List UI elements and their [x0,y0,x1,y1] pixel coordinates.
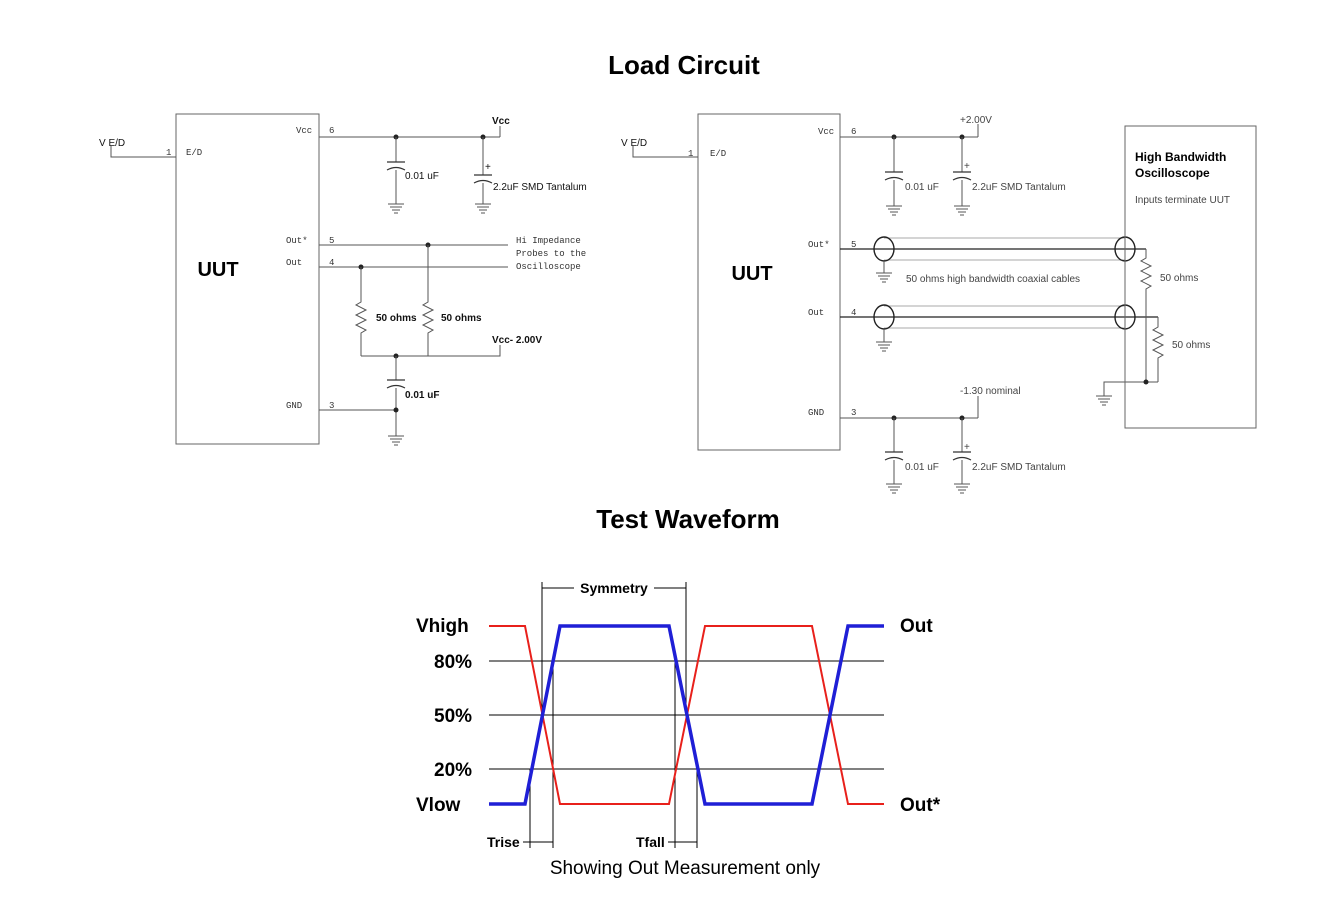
vcc-pin-name-left: Vcc [296,126,312,136]
test-waveform: Vhigh 80% 50% 20% Vlow Symmetry Trise Tf… [416,580,941,879]
cap1-label-left: 0.01 uF [405,171,439,182]
res1-label-left: 50 ohms [376,313,417,324]
outstar-pin-num-right: 5 [851,240,856,250]
out-waveform [489,624,884,806]
ved-label-left: V E/D [99,138,125,149]
uut-block-right [697,113,841,451]
neg-rail-label: -1.30 nominal [960,386,1021,397]
right-load-circuit: UUT V E/D 1 E/D Vcc 6 +2.00V 0.01 uF + 2… [621,113,1257,494]
pin1-num-left: 1 [166,148,171,158]
tant2-label-right: 2.2uF SMD Tantalum [972,462,1066,473]
test-waveform-title: Test Waveform [596,504,780,534]
res2-label-left: 50 ohms [441,313,482,324]
waveform-caption: Showing Out Measurement only [550,858,821,879]
scope-title-line2: Oscilloscope [1135,166,1210,180]
out-pin-num-left: 4 [329,258,334,268]
tant-plus-left: + [485,162,491,173]
uut-label-right: UUT [731,263,772,285]
tant2-plus-right: + [964,442,970,453]
vlow-label: Vlow [416,795,461,816]
probes-note-line2: Probes to the [516,249,586,259]
gnd-pin-num-right: 3 [851,408,856,418]
scope-note: Inputs terminate UUT [1135,195,1230,206]
vtt-label-left: Vcc- 2.00V [492,335,542,346]
oscilloscope-block [1124,125,1257,429]
load-circuit-title: Load Circuit [608,50,760,80]
cap2-label-left: 0.01 uF [405,390,439,401]
out-pin-name-left: Out [286,258,302,268]
coax-label: 50 ohms high bandwidth coaxial cables [906,274,1080,285]
outstar-pin-num-left: 5 [329,236,334,246]
out-pin-name-right: Out [808,308,824,318]
symmetry-label: Symmetry [580,580,648,596]
outstar-pin-name-right: Out* [808,240,830,250]
tant-plus-right: + [964,161,970,172]
cap2-label-right: 0.01 uF [905,462,939,473]
uut-block-left [175,113,320,445]
pin1-name-right: E/D [710,149,726,159]
p20-label: 20% [434,760,472,781]
vcc-pin-num-right: 6 [851,127,856,137]
res2-label-right: 50 ohms [1172,340,1210,351]
p80-label: 80% [434,652,472,673]
tfall-label: Tfall [636,834,665,850]
vcc-pin-name-right: Vcc [818,127,834,137]
cap1-label-right: 0.01 uF [905,182,939,193]
tant-label-left: 2.2uF SMD Tantalum [493,182,587,193]
outstar-pin-name-left: Out* [286,236,308,246]
pin1-name-left: E/D [186,148,202,158]
out-pin-num-right: 4 [851,308,856,318]
left-load-circuit: UUT V E/D 1 E/D Vcc 6 Vcc 0.01 uF + 2.2u… [99,113,587,446]
scope-title-line1: High Bandwidth [1135,150,1226,164]
out-label: Out [900,616,933,637]
outstar-label: Out* [900,795,941,816]
probes-note-line1: Hi Impedance [516,236,581,246]
trise-label: Trise [487,834,520,850]
tant-label-right: 2.2uF SMD Tantalum [972,182,1066,193]
ved-label-right: V E/D [621,138,647,149]
p50-label: 50% [434,706,472,727]
uut-label-left: UUT [197,259,238,281]
gnd-pin-name-right: GND [808,408,824,418]
res1-label-right: 50 ohms [1160,273,1198,284]
pin1-num-right: 1 [688,149,693,159]
gnd-pin-num-left: 3 [329,401,334,411]
vcc-pin-num-left: 6 [329,126,334,136]
vcc-rail-left: Vcc [492,116,510,127]
vhigh-label: Vhigh [416,616,469,637]
gnd-pin-name-left: GND [286,401,302,411]
vcc-rail-right: +2.00V [960,115,992,126]
probes-note-line3: Oscilloscope [516,262,581,272]
